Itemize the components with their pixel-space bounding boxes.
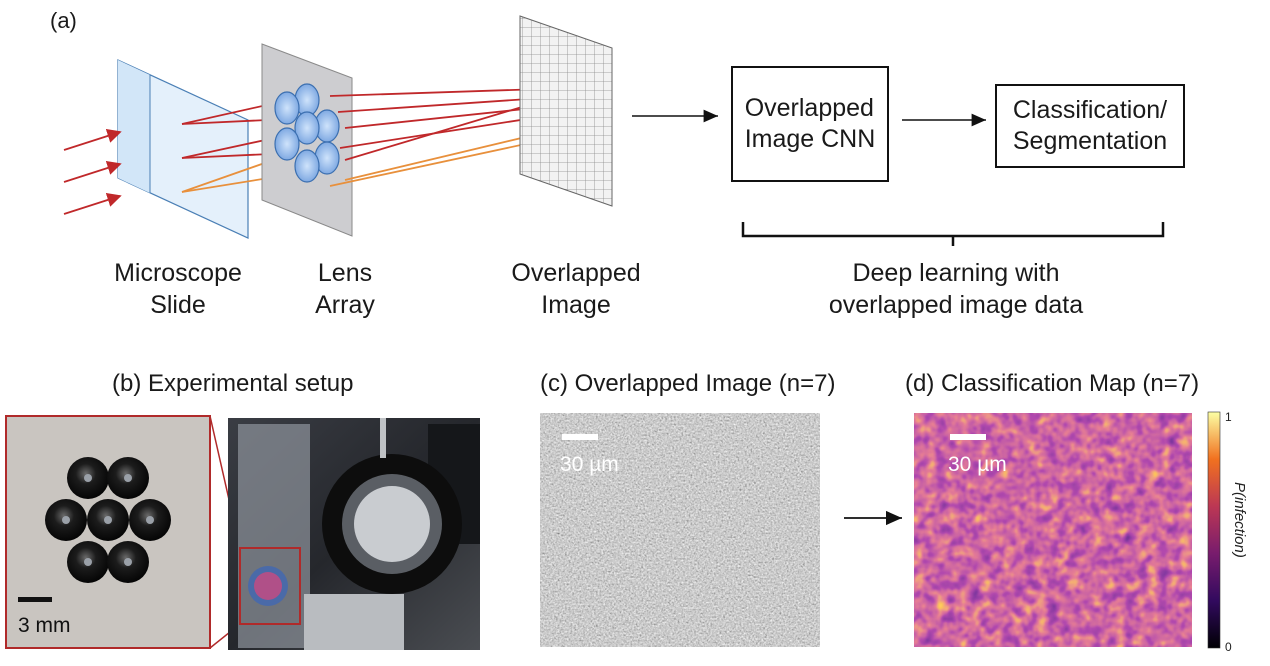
colorbar-min-label: 0 (1225, 640, 1232, 654)
classification-map (914, 413, 1192, 647)
scale-label-30um-c: 30 µm (560, 453, 619, 476)
arrow-c-to-d (844, 510, 902, 526)
lens-label-line2: Array (315, 291, 375, 319)
overlapped-label-line2: Image (541, 291, 611, 319)
incoming-rays (63, 129, 122, 215)
colorbar-max-label: 1 (1225, 410, 1232, 424)
lens-label-line1: Lens (317, 259, 373, 287)
optical-setup-diagram (63, 15, 1165, 246)
lens-array (261, 43, 353, 237)
panel-a-tag: (a) (50, 8, 77, 33)
overlapped-image-label: Overlapped Image (494, 257, 658, 321)
cnn-box-line2: Image CNN (744, 125, 876, 153)
experimental-setup-photo (5, 415, 480, 650)
scale-bar-30um-d (950, 434, 986, 440)
brace-caption-line2: overlapped image data (828, 291, 1084, 319)
panel-d-title: (d) Classification Map (n=7) (905, 370, 1200, 397)
cnn-box: Overlapped Image CNN (731, 66, 889, 182)
scale-bar-30um-c (562, 434, 598, 440)
brace-caption: Deep learning with overlapped image data (800, 257, 1112, 321)
slide-label-line2: Slide (150, 291, 206, 319)
output-box-line2: Segmentation (1012, 127, 1168, 155)
brace (741, 222, 1165, 246)
lens-label: Lens Array (290, 257, 400, 321)
microscope-slide (117, 59, 249, 239)
sensor-grid (519, 15, 613, 207)
panel-c-title: (c) Overlapped Image (n=7) (540, 370, 836, 397)
lens-array-inset (5, 415, 211, 649)
optical-bench-photo (228, 418, 480, 650)
panel-b-title: (b) Experimental setup (112, 370, 354, 397)
scale-label-30um-d: 30 µm (948, 453, 1007, 476)
output-box: Classification/ Segmentation (995, 84, 1185, 168)
slide-label-line1: Microscope (114, 259, 242, 287)
colorbar (1207, 411, 1221, 649)
scale-bar-3mm (18, 597, 52, 602)
overlapped-label-line1: Overlapped (511, 259, 641, 287)
cnn-box-line1: Overlapped (744, 94, 874, 122)
slide-label: Microscope Slide (96, 257, 260, 321)
brace-caption-line1: Deep learning with (852, 259, 1060, 287)
colorbar-label: P(infection) (1231, 482, 1248, 558)
scale-label-3mm: 3 mm (18, 614, 71, 637)
overlapped-image (540, 413, 820, 647)
output-box-line1: Classification/ (1012, 96, 1168, 124)
